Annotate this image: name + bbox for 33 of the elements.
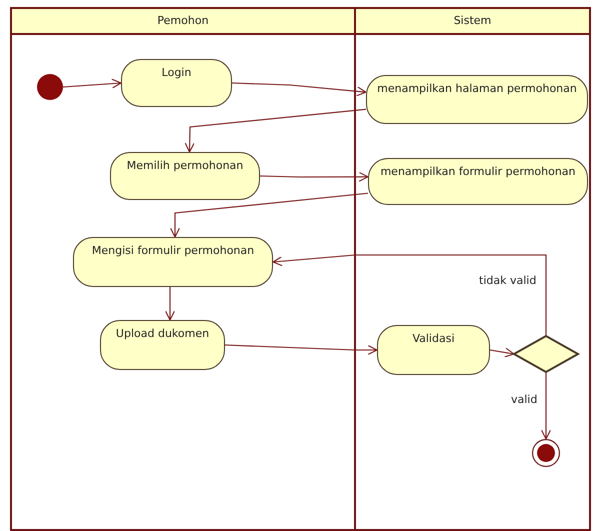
action-box <box>110 152 260 200</box>
edge-label: tidak valid <box>478 274 538 287</box>
decision-diamond <box>514 336 578 372</box>
arrow <box>170 192 368 238</box>
arrow <box>272 254 547 336</box>
arrow <box>490 348 515 358</box>
action-box <box>73 237 273 287</box>
arrow <box>232 82 367 96</box>
action-label: menampilkan halaman permohonan <box>377 82 577 95</box>
action-label: Validasi <box>412 332 455 345</box>
action-label: Upload dukomen <box>116 327 210 340</box>
swimlane-header: Pemohon <box>12 9 354 35</box>
action-box <box>377 325 490 375</box>
action-box <box>121 59 232 107</box>
swimlane <box>354 7 591 531</box>
arrow <box>260 172 369 182</box>
action-box <box>368 158 588 205</box>
arrow <box>224 344 378 356</box>
edge-label: valid <box>510 393 538 406</box>
action-box <box>100 320 225 370</box>
swimlane-header: Sistem <box>356 9 589 35</box>
initial-node <box>37 74 63 100</box>
action-label: Memilih permohonan <box>126 159 244 172</box>
swimlane <box>10 7 356 531</box>
final-node <box>532 439 560 467</box>
arrow <box>164 287 176 321</box>
arrow <box>62 78 122 89</box>
action-label: Mengisi formulir permohonan <box>92 244 254 257</box>
action-box <box>366 75 588 124</box>
action-label: Login <box>162 66 192 79</box>
action-label: menampilkan formulir permohonan <box>380 165 576 178</box>
arrow <box>540 372 552 440</box>
arrow <box>184 108 366 153</box>
